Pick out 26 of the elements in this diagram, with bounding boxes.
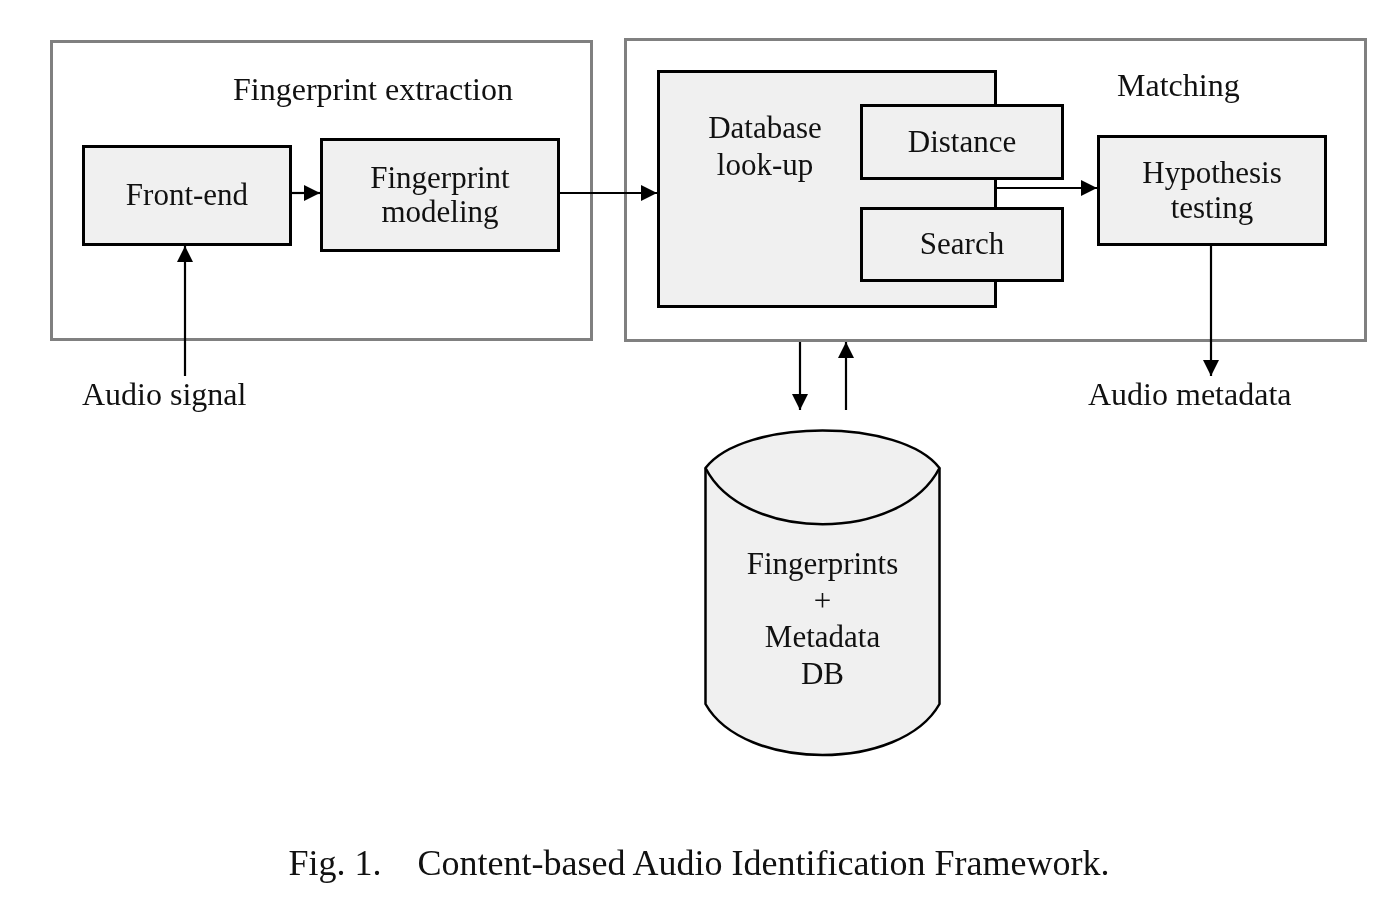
arrow bbox=[792, 342, 808, 410]
box-label: Distance bbox=[907, 124, 1017, 160]
figure-caption: Fig. 1. Content-based Audio Identification Framework. bbox=[287, 842, 1111, 884]
process-box bbox=[860, 207, 1064, 282]
box-label: Database look-up bbox=[707, 109, 823, 184]
box-label: Search bbox=[919, 227, 1005, 262]
signal-label: Audio signal bbox=[82, 376, 247, 413]
group-heading: Fingerprint extraction bbox=[233, 71, 513, 108]
signal-label: Audio metadata bbox=[1088, 376, 1292, 413]
arrow bbox=[838, 342, 854, 410]
group-frame bbox=[624, 38, 1367, 342]
process-box bbox=[320, 138, 560, 252]
group-frame bbox=[50, 40, 593, 341]
process-box bbox=[1097, 135, 1327, 246]
group-heading: Matching bbox=[1117, 67, 1240, 104]
box-label: Hypothesis testing bbox=[1141, 156, 1283, 225]
arrow bbox=[1203, 246, 1219, 376]
arrow bbox=[292, 185, 320, 201]
database-label: Fingerprints + Metadata DB bbox=[746, 546, 899, 693]
arrow bbox=[997, 180, 1097, 196]
arrow bbox=[177, 246, 193, 376]
box-label: Fingerprint modeling bbox=[369, 160, 511, 230]
arrow bbox=[560, 185, 657, 201]
box-label: Front-end bbox=[125, 178, 249, 213]
process-box bbox=[82, 145, 292, 246]
process-box bbox=[860, 104, 1064, 180]
